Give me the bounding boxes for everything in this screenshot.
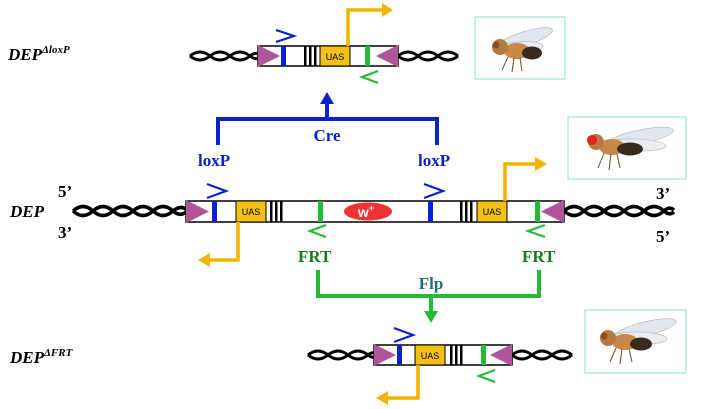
- loxp-chevron-icon-right: [423, 182, 447, 200]
- dna-helix-left: [71, 204, 188, 218]
- loxp-site-left: [212, 201, 217, 222]
- dep-loxp-construct: UAS: [189, 3, 459, 85]
- frt-label-left: FRT: [298, 247, 332, 266]
- frt-chevron-icon-left: [306, 223, 327, 239]
- flp-bracket: [316, 270, 541, 313]
- uas-box-right: [476, 200, 508, 223]
- frt-site: [365, 46, 370, 66]
- terminal-triangle-right: [541, 200, 564, 223]
- dna-helix-right: [562, 204, 676, 218]
- promoter-arrow: [388, 365, 420, 400]
- promoter-arrow: [346, 8, 382, 46]
- frt-site-right: [535, 201, 540, 222]
- flp-arrow-head: [424, 311, 438, 323]
- terminal-triangle-right: [490, 344, 512, 366]
- insulator-bars-left: [270, 201, 283, 222]
- loxp-site: [397, 345, 402, 365]
- insulator-bars: [304, 46, 317, 66]
- loxp-chevron-icon: [275, 28, 298, 44]
- loxp-site-right: [428, 201, 433, 222]
- promoter-arrow-left: [210, 222, 240, 262]
- three-prime-right: 3’: [656, 184, 670, 203]
- promoter-arrow-right: [503, 162, 535, 201]
- white-gene-label: w+: [357, 203, 374, 220]
- terminal-triangle-left: [186, 200, 209, 223]
- flp-label: Flp: [419, 274, 444, 293]
- loxp-label-left: loxP: [198, 151, 230, 170]
- frt-site: [481, 345, 486, 365]
- dep-label: DEP: [9, 202, 45, 221]
- dep-frt-construct: UAS: [307, 326, 573, 405]
- loxp-label-right: loxP: [418, 151, 450, 170]
- cre-arrow-head: [320, 92, 334, 104]
- cre-label: Cre: [313, 126, 341, 145]
- dna-helix-right: [511, 349, 573, 361]
- loxp-chevron-icon-left: [206, 182, 230, 200]
- frt-site-left: [318, 201, 323, 222]
- terminal-triangle-right: [376, 45, 398, 67]
- uas-box: [414, 344, 446, 366]
- frt-chevron-icon: [358, 69, 379, 85]
- uas-label-right: UAS: [483, 207, 502, 217]
- uas-box: [319, 45, 351, 67]
- promoter-arrow-head: [376, 391, 388, 405]
- insulator-bars-right: [460, 201, 473, 222]
- five-prime-left: 5’: [58, 182, 72, 201]
- insulator-bars: [450, 345, 463, 365]
- promoter-arrow-head: [382, 3, 393, 17]
- uas-box-left: [235, 200, 267, 223]
- cre-bracket: [216, 102, 439, 145]
- uas-label: UAS: [421, 351, 440, 361]
- fly-image-bottom: [584, 309, 687, 374]
- frt-chevron-icon-right: [524, 223, 546, 239]
- dna-helix-left: [189, 50, 259, 62]
- promoter-arrow-right-head: [535, 157, 547, 171]
- fly-image-top: [474, 16, 566, 80]
- terminal-triangle-left: [258, 45, 280, 67]
- uas-label: UAS: [326, 52, 345, 62]
- loxp-chevron-icon: [393, 326, 417, 344]
- fly-image-middle: [567, 116, 687, 180]
- three-prime-left: 3’: [58, 223, 72, 242]
- frt-label-right: FRT: [522, 247, 556, 266]
- promoter-arrow-left-head: [198, 253, 210, 267]
- dep-loxp-label: DEPΔloxP: [7, 44, 70, 64]
- five-prime-right: 5’: [656, 227, 670, 246]
- dep-frt-label: DEPΔFRT: [9, 347, 74, 367]
- white-gene-marker: [344, 202, 392, 221]
- dna-helix-right: [397, 50, 459, 62]
- loxp-site: [281, 46, 286, 66]
- frt-chevron-icon: [475, 368, 496, 384]
- uas-label-left: UAS: [242, 207, 261, 217]
- dep-construct: UAS w+ UAS: [71, 157, 676, 267]
- dna-helix-left: [307, 349, 375, 361]
- terminal-triangle-left: [374, 344, 396, 366]
